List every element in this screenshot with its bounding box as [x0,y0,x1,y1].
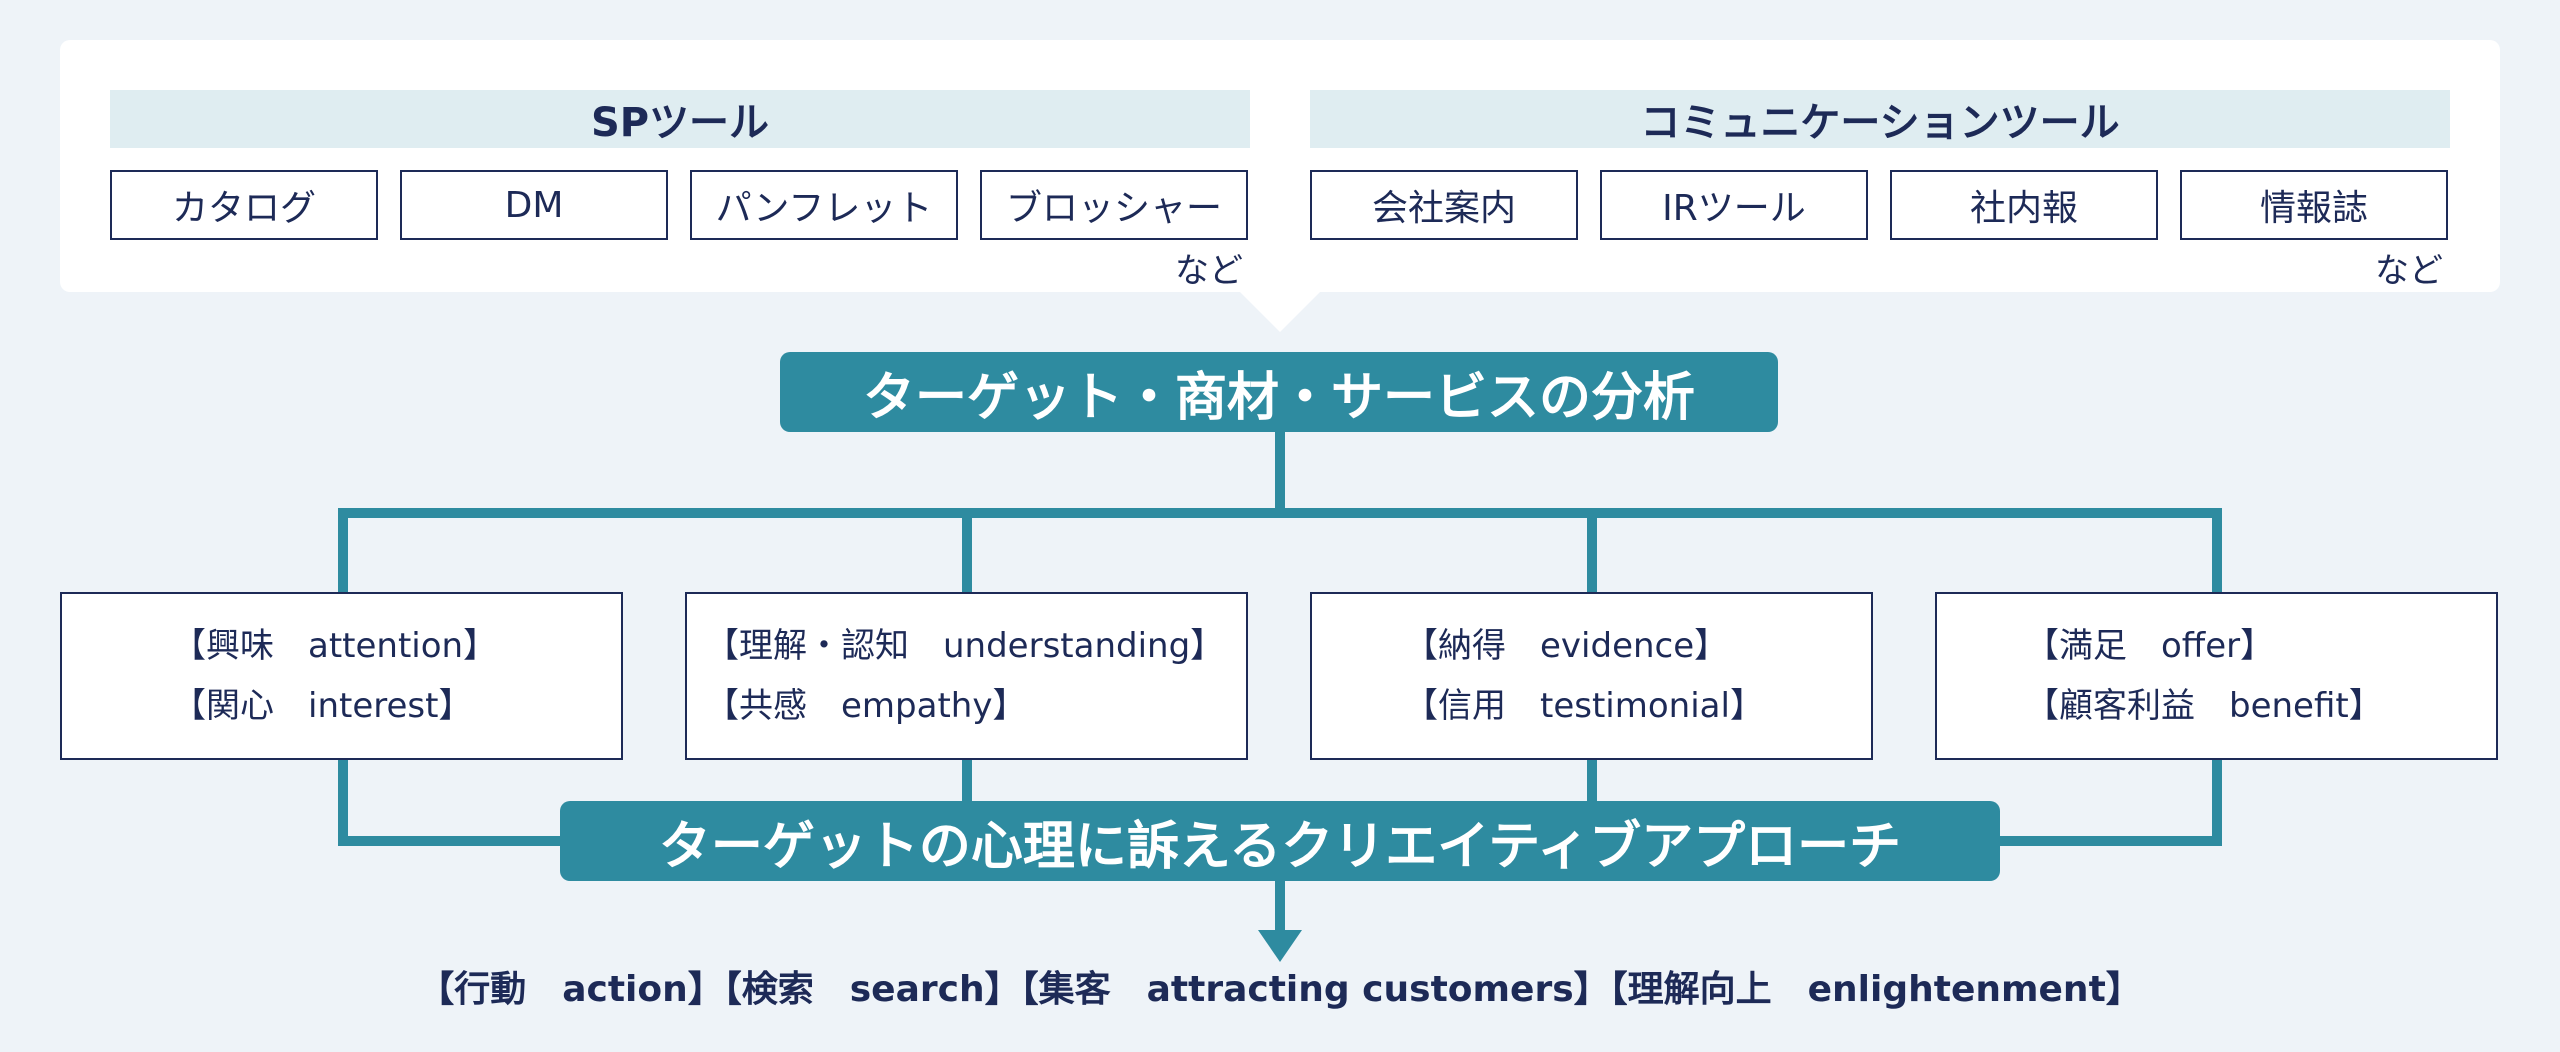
outcomes-row: 【行動 action】【検索 search】【集客 attracting cus… [418,969,2142,1010]
tool-pamphlet: パンフレット [690,170,958,240]
connector-drop-2 [962,508,972,594]
connector-bottom-right [1992,836,2222,846]
connector-bottom-left [338,836,568,846]
psych-line: 【信用 testimonial】 [1404,686,1764,726]
psych-box-attention: 【興味 attention】 【関心 interest】 [60,592,623,760]
connector-rise-2 [962,758,972,808]
psych-line: 【関心 interest】 [172,686,473,726]
creative-approach-label: ターゲットの心理に訴えるクリエイティブアプローチ [560,801,2000,881]
psych-line: 【顧客利益 benefit】 [2025,686,2383,726]
psych-box-evidence: 【納得 evidence】 【信用 testimonial】 [1310,592,1873,760]
card-pointer [1240,292,1320,332]
comm-tools-etc: など [2375,251,2443,291]
psych-line: 【納得 evidence】 [1404,626,1729,666]
psych-line: 【共感 empathy】 [705,686,1027,726]
sp-tools-header: SPツール [110,90,1250,148]
tool-ir: IRツール [1600,170,1868,240]
tool-brochure: ブロッシャー [980,170,1248,240]
comm-tools-header: コミュニケーションツール [1310,90,2450,148]
psych-box-understanding: 【理解・認知 understanding】 【共感 empathy】 [685,592,1248,760]
connector-rise-4 [2212,758,2222,846]
tools-card [60,40,2500,292]
psych-line: 【興味 attention】 [172,626,498,666]
connector-rise-1 [338,758,348,846]
connector-horizontal-top [338,508,2222,518]
down-arrow-icon [1258,930,1302,962]
tool-catalog: カタログ [110,170,378,240]
connector-drop-4 [2212,508,2222,594]
analysis-label: ターゲット・商材・サービスの分析 [780,352,1778,432]
connector-drop-3 [1587,508,1597,594]
tool-newsletter: 社内報 [1890,170,2158,240]
connector-rise-3 [1587,758,1597,808]
psych-line: 【満足 offer】 [2025,626,2275,666]
tool-dm: DM [400,170,668,240]
tool-company-profile: 会社案内 [1310,170,1578,240]
psych-line: 【理解・認知 understanding】 [705,626,1225,666]
connector-trunk [1275,430,1285,510]
sp-tools-etc: など [1175,251,1243,291]
connector-drop-1 [338,508,348,594]
psych-box-offer: 【満足 offer】 【顧客利益 benefit】 [1935,592,2498,760]
connector-arrow-stem [1275,879,1285,949]
tool-magazine: 情報誌 [2180,170,2448,240]
